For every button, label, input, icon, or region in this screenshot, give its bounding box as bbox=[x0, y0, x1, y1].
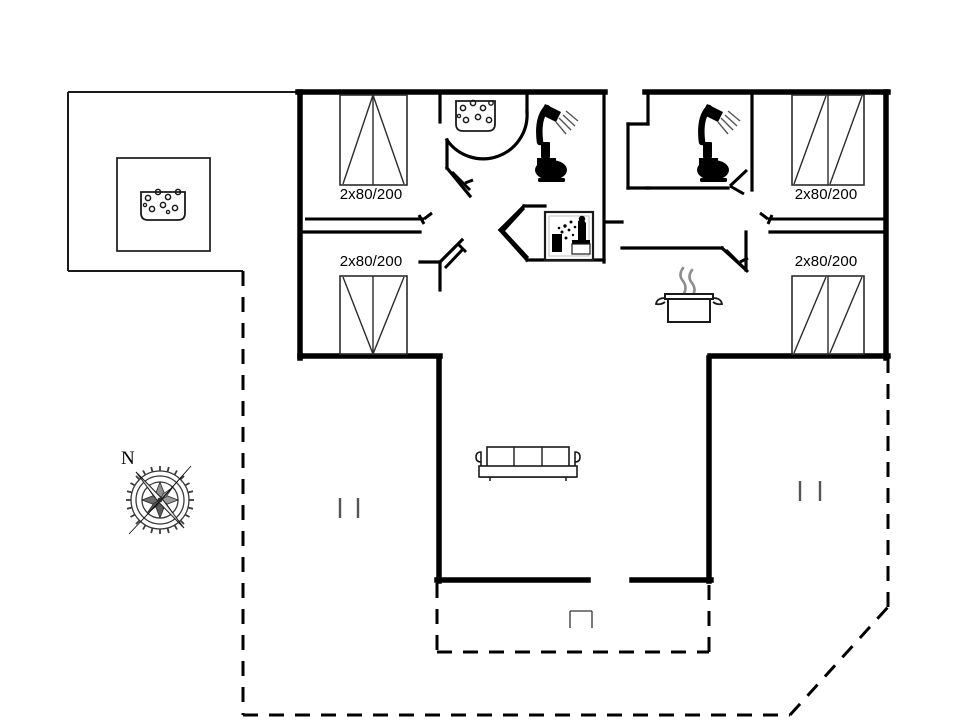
window-bedroom-right-bottom bbox=[791, 275, 865, 355]
whirlpool-icon bbox=[455, 99, 496, 132]
window-bedroom-right-top bbox=[791, 94, 865, 186]
sauna-icon bbox=[543, 210, 595, 262]
window-tick-marks bbox=[338, 481, 822, 518]
cooking-pot-icon bbox=[654, 266, 724, 323]
annex-room bbox=[67, 91, 300, 272]
window-label: 2x80/200 bbox=[795, 253, 858, 270]
shower-toilet-icon bbox=[697, 104, 741, 182]
shower-toilet-icon bbox=[535, 104, 579, 182]
window-bedroom-left-top bbox=[339, 94, 408, 186]
window-label: 2x80/200 bbox=[340, 186, 403, 203]
main-house-outer-walls bbox=[295, 89, 891, 584]
window-label: 2x80/200 bbox=[795, 186, 858, 203]
terrace-outline bbox=[241, 271, 890, 717]
window-bedroom-left-bottom bbox=[339, 275, 408, 355]
porch-step bbox=[569, 610, 593, 628]
door-symbols bbox=[305, 168, 884, 274]
sofa-icon bbox=[475, 446, 581, 481]
window-label: 2x80/200 bbox=[340, 253, 403, 270]
compass-rose bbox=[126, 465, 194, 535]
compass-north-label: N bbox=[121, 448, 135, 469]
whirlpool-icon bbox=[140, 188, 186, 221]
whirlpool-box-annex bbox=[116, 157, 211, 252]
